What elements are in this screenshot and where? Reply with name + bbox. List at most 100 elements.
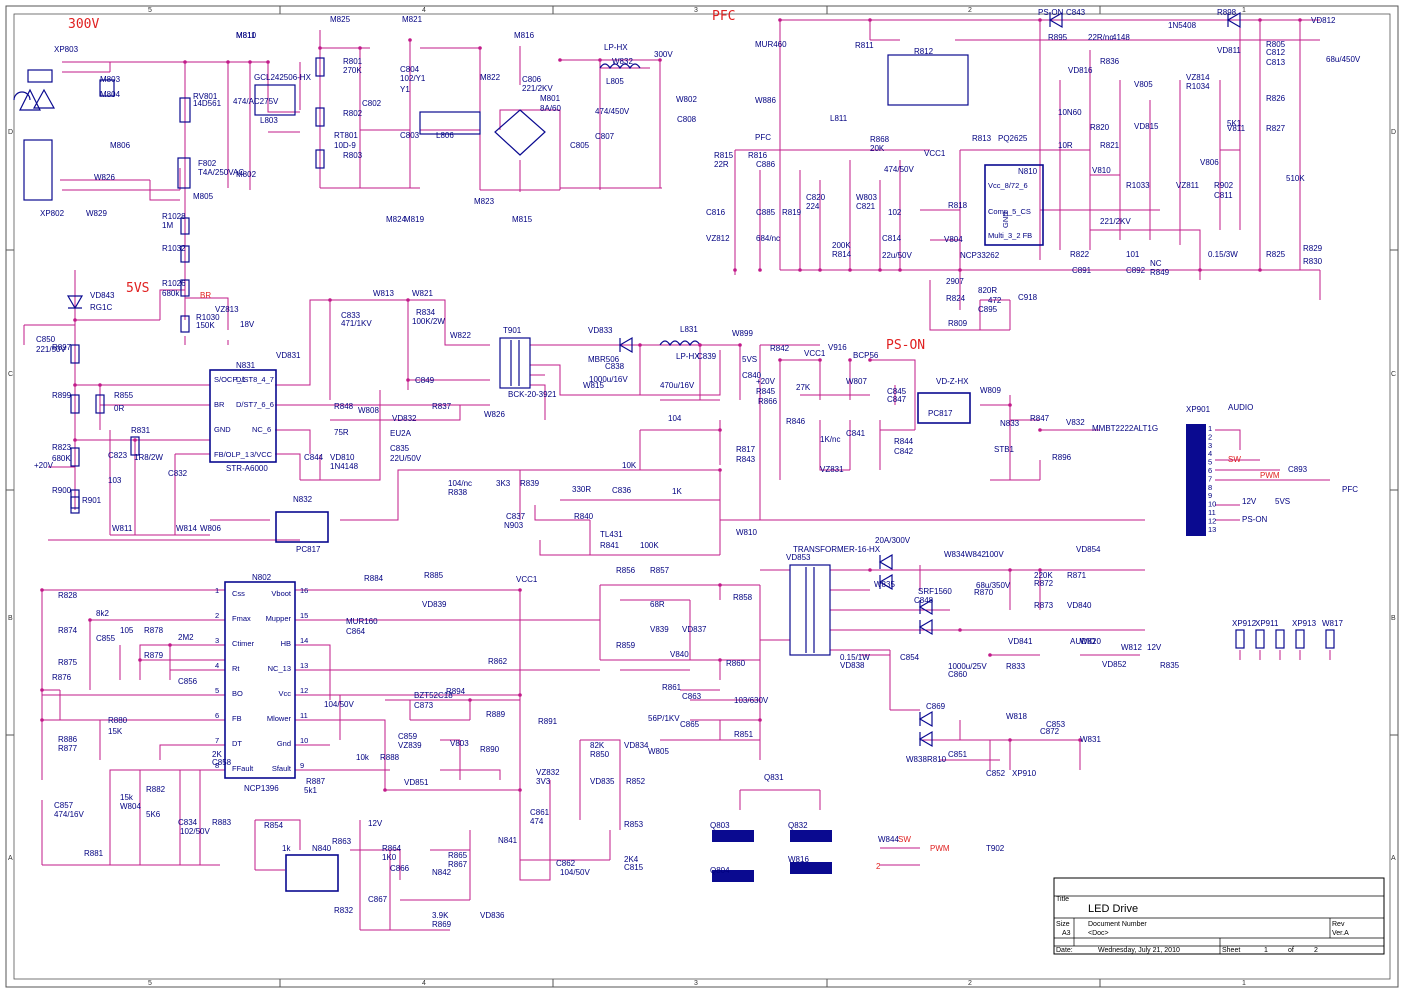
label-474: 474	[530, 817, 544, 826]
label-m816: M816	[514, 31, 535, 40]
label-1k-nc: 1K/nc	[820, 435, 840, 444]
label-w817: W817	[1322, 619, 1343, 628]
ic-n810-part: NCP33262	[960, 251, 1000, 260]
label-vd815: VD815	[1134, 122, 1159, 131]
label-m819: M819	[404, 215, 425, 224]
label-r830: R830	[1303, 257, 1323, 266]
label-c918: C918	[1018, 293, 1038, 302]
docnum-label: Document Number	[1088, 921, 1147, 928]
label-r840: R840	[574, 512, 594, 521]
section-ps-on: PS-ON	[886, 338, 925, 353]
label-r901: R901	[82, 496, 102, 505]
varistor-rv801	[179, 97, 191, 123]
label-200k: 200K	[832, 241, 851, 250]
label-1000u-25v: 1000u/25V	[948, 662, 987, 671]
diode-vd853	[878, 553, 893, 591]
label-0r: 0R	[114, 404, 124, 413]
label-r817: R817	[736, 445, 756, 454]
label-22u-50v: 22U/50V	[390, 454, 422, 463]
label-xp802: XP802	[40, 209, 65, 218]
label-101: 101	[1126, 250, 1140, 259]
wires	[23, 19, 1331, 931]
label-r880: R880	[108, 716, 128, 725]
label-w808: W808	[358, 406, 379, 415]
label-r851: R851	[734, 730, 754, 739]
zone-bottom-4: 4	[422, 980, 426, 987]
n802-pin-left-3: Ctimer	[232, 639, 255, 648]
label-c813: C813	[1266, 58, 1286, 67]
label-10k: 10K	[622, 461, 637, 470]
label-r811: R811	[855, 41, 874, 50]
label-w810: W810	[736, 528, 757, 537]
label-r838: R838	[448, 488, 468, 497]
label-l803: L803	[260, 116, 278, 125]
label-vz811: VZ811	[1176, 181, 1200, 190]
label-r810: R810	[927, 755, 947, 764]
label-5vs: 5VS	[742, 355, 757, 364]
xp901-pin-7: 7	[1208, 474, 1212, 483]
xp901-sw: SW	[1228, 455, 1241, 464]
label-c851: C851	[948, 750, 968, 759]
label-r847: R847	[1030, 414, 1050, 423]
label-680k: 680k	[162, 289, 180, 298]
label-474-450v: 474/450V	[595, 107, 630, 116]
label-1n5408: 1N5408	[1168, 21, 1197, 30]
ic-n810-ref: N810	[1018, 167, 1038, 176]
label-w812: W812	[1121, 643, 1142, 652]
label-c823: C823	[108, 451, 128, 460]
ic-n831	[209, 369, 277, 463]
label-w829: W829	[86, 209, 107, 218]
optocoupler-n840	[285, 854, 339, 892]
diode-vd833	[618, 336, 633, 354]
label-r809: R809	[948, 319, 968, 328]
label-pq2625: PQ2625	[998, 134, 1028, 143]
n831-pin-right-3: NC_6	[252, 425, 271, 434]
label-3-9k: 3.9K	[432, 911, 449, 920]
label-c867: C867	[368, 895, 388, 904]
label-r900: R900	[52, 486, 72, 495]
label-c814: C814	[882, 234, 902, 243]
label-br: BR	[200, 291, 211, 300]
label-r813: R813	[972, 134, 992, 143]
label-r869: R869	[432, 920, 452, 929]
label-vd816: VD816	[1068, 66, 1093, 75]
label-68u-450v: 68u/450V	[1326, 55, 1361, 64]
label-r825: R825	[1266, 250, 1286, 259]
label-pfc: PFC	[1342, 485, 1358, 494]
sheets-value: 2	[1314, 947, 1318, 954]
label-r871: R871	[1067, 571, 1087, 580]
label-w804: W804	[120, 802, 141, 811]
n802-pin-left-6: FB	[232, 714, 242, 723]
label-r848: R848	[334, 402, 354, 411]
label--20v: +20V	[34, 461, 54, 470]
label-gcl242506-hx: GCL242506-HX	[254, 73, 312, 82]
label-vz832: VZ832	[536, 768, 560, 777]
rev-label: Rev	[1332, 921, 1345, 928]
label-v840: V840	[670, 650, 689, 659]
label-rg1c: RG1C	[90, 303, 112, 312]
ic-n831-labels: N831 STR-A6000 S/OCP_1 BR GND FB/OLP_1 D…	[214, 361, 274, 473]
label-xp911: XP911	[1255, 619, 1279, 628]
label-w811: W811	[112, 524, 133, 533]
label-103-630v: 103/630V	[734, 696, 769, 705]
label-270k: 270K	[343, 66, 362, 75]
n810-pin-1: Vcc_8/72_6	[988, 181, 1028, 190]
size-label: Size	[1056, 921, 1070, 928]
label-r872: R872	[1034, 579, 1054, 588]
label-r828: R828	[58, 591, 78, 600]
label-sw: SW	[898, 835, 911, 844]
label-w815: W815	[583, 381, 604, 390]
label-w816: W816	[788, 855, 809, 864]
label-m806: M806	[110, 141, 131, 150]
label-r873: R873	[1034, 601, 1054, 610]
label-w821: W821	[412, 289, 433, 298]
label-t902: T902	[986, 844, 1005, 853]
label-vd841: VD841	[1008, 637, 1033, 646]
label-c832: C832	[168, 469, 188, 478]
label-474-50v: 474/50V	[884, 165, 914, 174]
xp901-ref: XP901	[1186, 405, 1211, 414]
label-r859: R859	[616, 641, 636, 650]
label-c860: C860	[948, 670, 968, 679]
label-r883: R883	[212, 818, 232, 827]
